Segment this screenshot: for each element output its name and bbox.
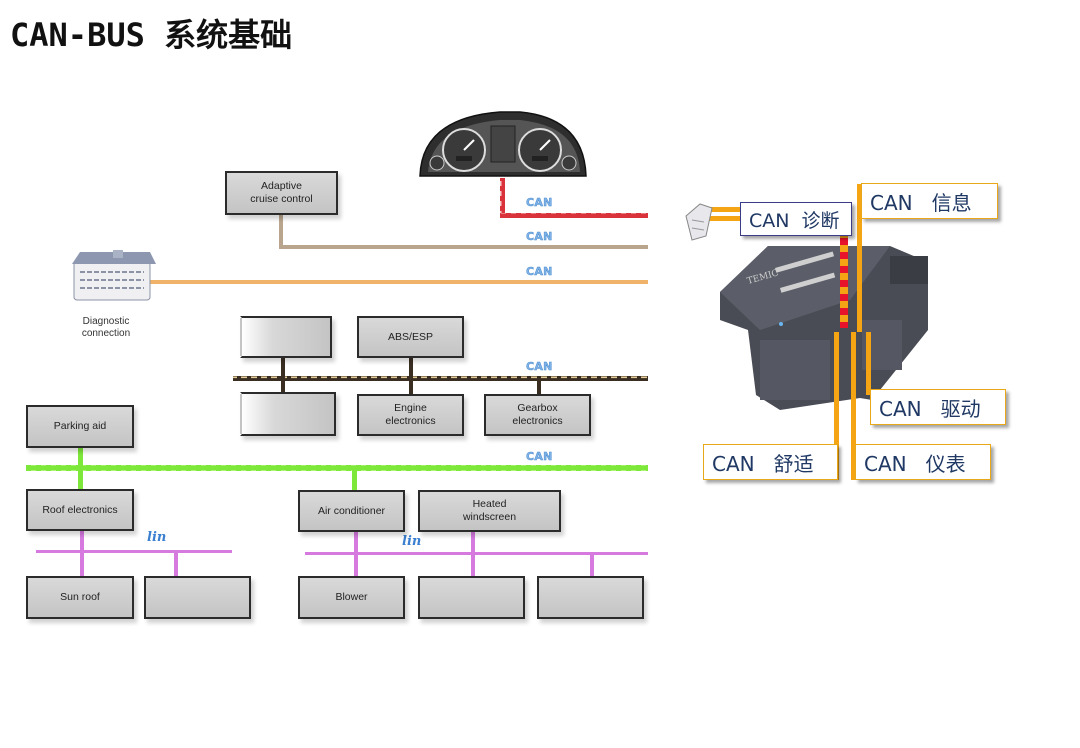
lin-label-ac-text: lin xyxy=(402,534,422,549)
ecu-sun-roof[interactable]: Sun roof xyxy=(26,576,134,619)
drive-drop-3 xyxy=(537,380,541,394)
lin-ac-drop-2 xyxy=(471,531,475,577)
ecu-blower[interactable]: Blower xyxy=(298,576,405,619)
lin-label-roof-text: lin xyxy=(147,530,167,545)
gateway-wire-diagnostic-2 xyxy=(704,216,744,221)
lin-roof-drop-1 xyxy=(80,530,84,577)
instrument-bus-drop xyxy=(500,178,505,217)
cruise-bus-drop xyxy=(279,214,283,248)
ecu-parking-aid[interactable]: Parking aid xyxy=(26,405,134,448)
drive-drop-1 xyxy=(281,356,285,394)
ecu-ac-lin-unlabeled-2[interactable] xyxy=(537,576,644,619)
ecu-heated-windscreen[interactable]: Heated windscreen xyxy=(418,490,561,532)
ecu-drive-unlabeled-top[interactable] xyxy=(240,316,332,358)
instrument-cluster-icon xyxy=(419,111,587,177)
gateway-wire-info xyxy=(857,184,862,332)
can-label-instrument: CAN xyxy=(526,196,553,210)
ecu-adaptive-cruise-control[interactable]: Adaptive cruise control xyxy=(225,171,338,215)
ecu-air-conditioner[interactable]: Air conditioner xyxy=(298,490,405,532)
ecu-drive-unlabeled-bottom[interactable] xyxy=(240,392,336,436)
page-title: CAN-BUS 系统基础 xyxy=(10,16,293,54)
comfort-drop-parking xyxy=(78,447,83,491)
lin-ac-bus xyxy=(305,552,648,555)
cruise-bus xyxy=(279,245,648,249)
gateway-wire-drive xyxy=(866,332,871,392)
lin-roof-drop-2 xyxy=(174,551,178,577)
drive-bus xyxy=(233,376,648,381)
drive-drop-2 xyxy=(409,356,413,394)
gateway-diagnostic-plug-icon xyxy=(685,203,713,241)
can-label-drive: CAN xyxy=(526,360,553,374)
callout-can-infotainment: CAN 信息 xyxy=(861,183,998,219)
gateway-wire-instrument xyxy=(851,332,856,480)
diagnostic-bus xyxy=(150,280,648,284)
comfort-drop-ac xyxy=(352,470,357,490)
gateway-wire-diagnostic-vertical xyxy=(840,228,848,328)
gateway-wire-diagnostic-1 xyxy=(704,207,744,212)
callout-can-comfort: CAN 舒适 xyxy=(703,444,838,480)
diagnostic-connector-icon xyxy=(72,250,156,301)
diagnostic-connection-caption: Diagnostic connection xyxy=(81,316,131,339)
ecu-roof-electronics[interactable]: Roof electronics xyxy=(26,489,134,531)
can-label-cruise: CAN xyxy=(526,230,553,244)
ecu-engine-electronics[interactable]: Engine electronics xyxy=(357,394,464,436)
lin-ac-drop-1 xyxy=(354,531,358,577)
callout-can-drivetrain: CAN 驱动 xyxy=(870,389,1006,425)
lin-label-ac: lin xyxy=(402,534,421,549)
lin-roof-bus xyxy=(36,550,232,553)
gateway-control-unit-icon: TEMIC xyxy=(720,246,928,410)
gateway-wire-comfort xyxy=(834,332,839,480)
lin-ac-drop-3 xyxy=(590,553,594,577)
callout-can-diagnostic: CAN 诊断 xyxy=(740,202,852,236)
ecu-abs-esp[interactable]: ABS/ESP xyxy=(357,316,464,358)
instrument-bus xyxy=(500,213,648,218)
can-label-comfort: CAN xyxy=(526,450,553,464)
can-label-diagnostic: CAN xyxy=(526,265,553,279)
callout-can-instrument: CAN 仪表 xyxy=(855,444,991,480)
lin-label-roof: lin xyxy=(147,530,166,545)
ecu-roof-lin-unlabeled[interactable] xyxy=(144,576,251,619)
comfort-bus xyxy=(26,465,648,471)
ecu-gearbox-electronics[interactable]: Gearbox electronics xyxy=(484,394,591,436)
ecu-ac-lin-unlabeled-1[interactable] xyxy=(418,576,525,619)
